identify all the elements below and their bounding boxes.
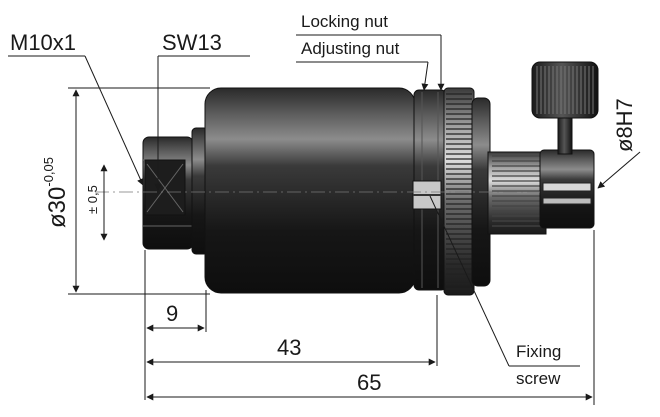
rear-shaft bbox=[487, 151, 547, 235]
knob-stem bbox=[557, 115, 573, 155]
fixing-screw-label-1: Fixing bbox=[516, 342, 562, 361]
adjusting-nut-knurl bbox=[446, 93, 472, 290]
rear-shaft-thread bbox=[492, 155, 542, 227]
fixing-screw-label-2: screw bbox=[516, 369, 561, 388]
adjusting-nut-label: Adjusting nut bbox=[301, 39, 400, 58]
wrench-size-label: SW13 bbox=[162, 30, 222, 55]
dimension-43: 43 bbox=[277, 335, 302, 360]
dimension-9: 9 bbox=[166, 301, 179, 326]
locking-nut-label: Locking nut bbox=[301, 12, 388, 31]
bore-label: ø8H7 bbox=[612, 98, 637, 152]
diameter-label: ø30-0,05 bbox=[41, 157, 71, 228]
knob-knurl bbox=[536, 66, 594, 114]
dimension-lines bbox=[8, 34, 641, 405]
main-cylinder bbox=[204, 87, 416, 294]
diameter-value: ø30 bbox=[44, 186, 71, 228]
diameter-tolerance: -0,05 bbox=[41, 157, 56, 187]
thread-label: M10x1 bbox=[10, 30, 77, 55]
dimension-65: 65 bbox=[357, 370, 382, 395]
tolerance-label: ± 0,5 bbox=[85, 185, 100, 214]
sensor-body bbox=[142, 61, 599, 296]
